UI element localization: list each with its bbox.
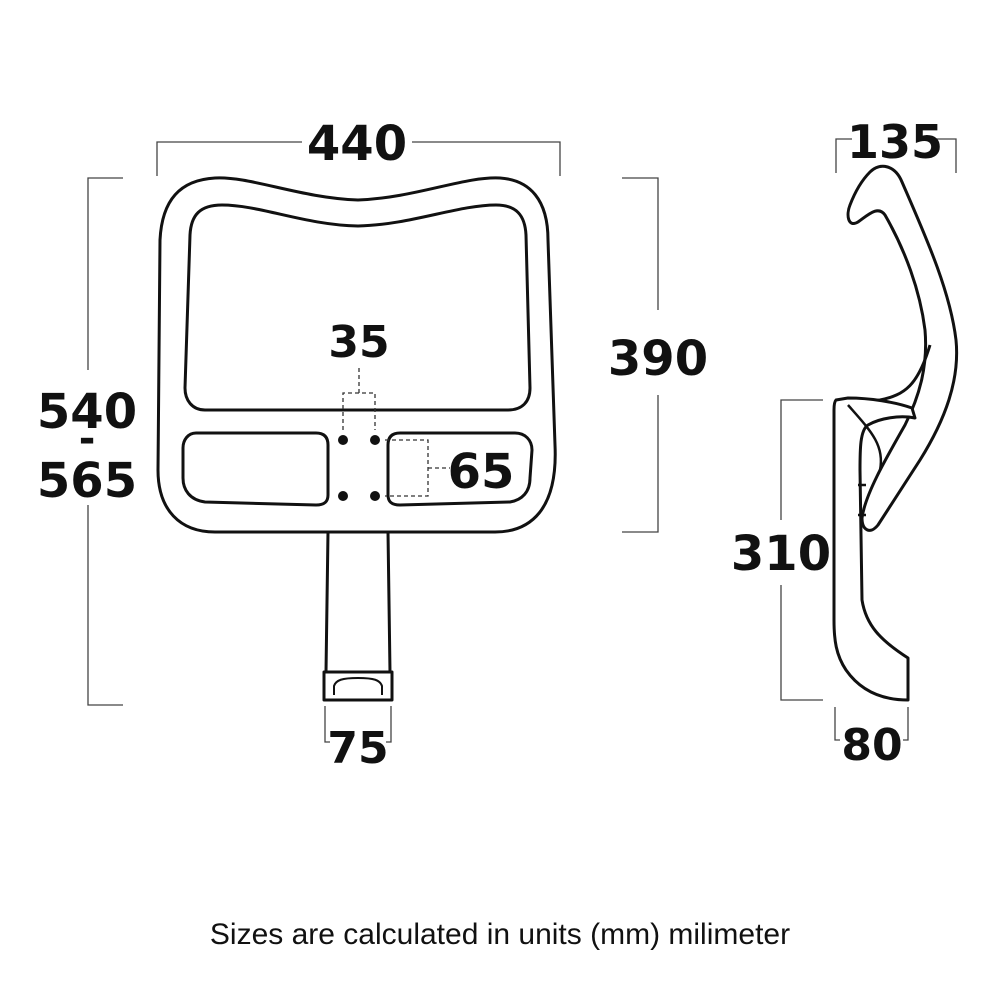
stem-width-label: 75 bbox=[327, 723, 388, 774]
overall-height-label-bottom: 565 bbox=[37, 453, 137, 509]
depth-label: 135 bbox=[847, 115, 943, 169]
mount-hole-bottom-right bbox=[370, 491, 380, 501]
depth-dimension-line bbox=[835, 138, 957, 173]
mount-height-dimension bbox=[385, 439, 450, 497]
mount-spacing-label: 35 bbox=[328, 317, 389, 368]
arm-height-dimension-line bbox=[780, 399, 823, 701]
mount-height-label: 65 bbox=[448, 444, 515, 500]
frame-height-dimension-line bbox=[622, 177, 659, 533]
arm-height-label: 310 bbox=[731, 526, 831, 582]
headrest-side-profile bbox=[846, 164, 959, 532]
mount-hole-top-right bbox=[370, 435, 380, 445]
mount-hole-bottom-left bbox=[338, 491, 348, 501]
headrest-lower-left-pad bbox=[181, 431, 330, 507]
headrest-upper-panel bbox=[183, 203, 532, 412]
mount-hole-top-left bbox=[338, 435, 348, 445]
mount-spacing-dimension bbox=[342, 368, 376, 430]
side-view: 135 310 80 bbox=[731, 115, 959, 771]
overall-height-label-separator: - bbox=[79, 416, 96, 462]
stem-width-dimension-line bbox=[324, 706, 392, 743]
bracket-inner-detail bbox=[847, 404, 883, 471]
stem-clip-detail bbox=[333, 677, 383, 695]
headrest-stem bbox=[324, 530, 392, 674]
base-depth-label: 80 bbox=[841, 720, 902, 771]
base-depth-dimension-line bbox=[834, 707, 909, 741]
bracket-slot bbox=[858, 483, 866, 517]
headrest-frame-outer bbox=[156, 176, 557, 534]
units-caption: Sizes are calculated in units (mm) milim… bbox=[209, 918, 791, 951]
frame-height-label: 390 bbox=[608, 331, 708, 387]
front-view: 440 540 - 565 390 35 65 75 bbox=[37, 116, 708, 774]
backrest-bracket-profile bbox=[832, 396, 917, 702]
width-dimension-line bbox=[156, 141, 561, 176]
width-label: 440 bbox=[307, 116, 407, 172]
overall-height-dimension-line bbox=[87, 177, 123, 706]
overall-height-label-top: 540 bbox=[37, 384, 137, 440]
